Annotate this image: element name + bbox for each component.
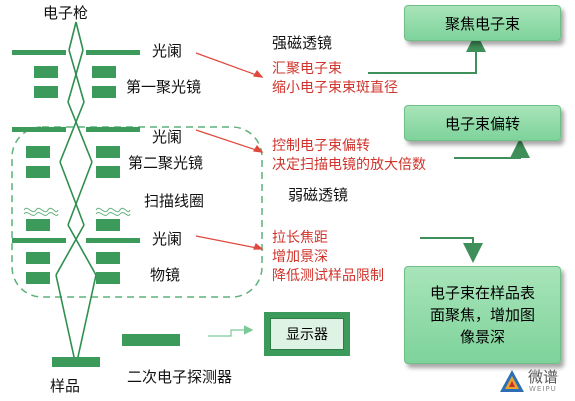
weak-lens-label: 弱磁透镜 [288, 186, 349, 204]
aperture-3-left [12, 238, 66, 243]
note-objective-line-1: 拉长焦距 [272, 230, 328, 246]
aperture-2-left [12, 127, 66, 132]
aperture-2-label: 光阑 [152, 128, 183, 146]
objective-upper-right [96, 252, 120, 264]
display-monitor: 显示器 [264, 312, 350, 356]
logo-subtext: WEIPU [529, 385, 557, 393]
aperture-3-label: 光阑 [152, 230, 183, 248]
condenser-1-upper-left [34, 66, 58, 78]
strong-lens-label: 强磁透镜 [272, 34, 333, 52]
objective-upper-left [26, 252, 50, 264]
sample-focus-box: 电子束在样品表 面聚焦，增加图 像景深 [404, 266, 561, 364]
scan-coil-right [96, 219, 120, 231]
aperture-2-right [86, 127, 140, 132]
weak-lens-region [11, 126, 263, 298]
sample-label: 样品 [50, 377, 81, 395]
detector-block [122, 334, 180, 346]
electron-beam-path [55, 21, 97, 367]
condenser-2-lower-right [96, 166, 120, 178]
note-scan-line-2: 决定扫描电镜的放大倍数 [272, 157, 426, 173]
objective-lower-left [26, 272, 50, 284]
condenser-1-label: 第一聚光镜 [126, 78, 202, 96]
condenser-1-lower-right [92, 86, 116, 98]
green-connectors [368, 32, 530, 263]
detector-arrow [208, 325, 254, 337]
note-objective-line-3: 降低测试样品限制 [272, 268, 384, 284]
aperture-1-left [12, 50, 66, 55]
detector-label: 二次电子探测器 [127, 368, 233, 386]
aperture-1-right [86, 50, 140, 55]
objective-lower-right [96, 272, 120, 284]
condenser-2-upper-right [96, 146, 120, 158]
condenser-1-lower-left [34, 86, 58, 98]
note-condenser-1-line-1: 汇聚电子束 [272, 61, 342, 77]
logo-mark [500, 370, 524, 392]
focus-beam-box: 聚焦电子束 [404, 5, 561, 41]
scan-coil-left [26, 219, 50, 231]
condenser-2-lower-left [26, 166, 50, 178]
scan-coil-windings [23, 207, 131, 216]
beam-deflection-box: 电子束偏转 [404, 105, 561, 141]
aperture-3-right [86, 238, 140, 243]
note-condenser-1-line-2: 缩小电子束束斑直径 [272, 80, 398, 96]
weipu-logo: 微谱 WEIPU [498, 366, 572, 398]
condenser-2-label: 第二聚光镜 [128, 154, 204, 172]
electron-gun-label: 电子枪 [43, 4, 89, 22]
red-pointers [195, 52, 264, 250]
note-objective-line-2: 增加景深 [272, 249, 328, 265]
objective-lens-label: 物镜 [150, 266, 181, 284]
logo-text: 微谱 [528, 368, 559, 386]
condenser-1-upper-right [92, 66, 116, 78]
display-label: 显示器 [270, 318, 344, 350]
condenser-2-upper-left [26, 146, 50, 158]
note-scan-line-1: 控制电子束偏转 [272, 138, 370, 154]
sample-stage [52, 357, 100, 367]
aperture-1-label: 光阑 [152, 42, 183, 60]
scan-coil-label: 扫描线圈 [144, 192, 205, 210]
